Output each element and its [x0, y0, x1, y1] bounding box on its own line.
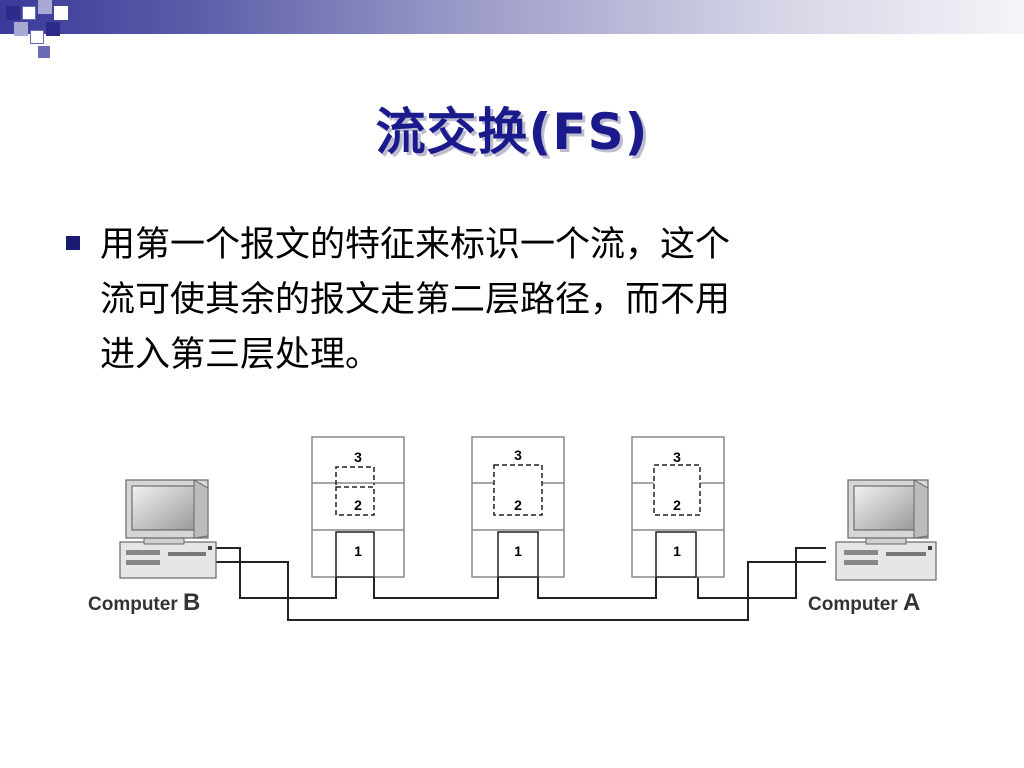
deco-square	[54, 6, 68, 20]
layer-label: 1	[673, 543, 681, 559]
cables	[210, 512, 826, 621]
computer-a-label: Computer A	[808, 589, 920, 616]
layer-label: 2	[673, 497, 681, 513]
bullet-marker	[66, 236, 80, 250]
layer-label: 3	[514, 447, 522, 463]
header-gradient-bar	[0, 0, 1024, 34]
stack-box	[471, 436, 565, 578]
layer-label: 1	[514, 543, 522, 559]
deco-square	[22, 6, 36, 20]
cable-lower	[210, 561, 826, 621]
deco-square	[38, 46, 50, 58]
layer-label: 2	[354, 497, 362, 513]
layer-label: 1	[354, 543, 362, 559]
slide-title: 流交换(FS)	[375, 103, 649, 161]
bullet-line: 进入第三层处理。	[100, 335, 381, 375]
cable-path	[697, 512, 826, 599]
cable-path	[373, 512, 499, 599]
deco-square	[38, 0, 52, 14]
deco-square	[14, 22, 28, 36]
bullet-line: 用第一个报文的特征来标识一个流，这个	[100, 225, 731, 265]
cable-upper	[210, 512, 337, 599]
bullet-text: 用第一个报文的特征来标识一个流，这个 流可使其余的报文走第二层路径，而不用 进入…	[100, 218, 940, 383]
stack-box	[311, 436, 405, 578]
bullet-line: 流可使其余的报文走第二层路径，而不用	[100, 280, 731, 320]
deco-square	[6, 6, 20, 20]
stack-box	[631, 436, 725, 578]
layer-label: 2	[514, 497, 522, 513]
switch-stack	[311, 436, 405, 578]
computer-b-label: Computer B	[88, 589, 200, 616]
switch-stack	[631, 436, 725, 578]
computer-icon	[835, 479, 937, 581]
cable-path	[537, 512, 657, 599]
layer-label: 3	[354, 449, 362, 465]
layer-label: 3	[673, 449, 681, 465]
deco-square	[46, 22, 60, 36]
computer-icon	[119, 479, 217, 579]
deco-square	[30, 30, 44, 44]
switch-stack	[471, 436, 565, 578]
